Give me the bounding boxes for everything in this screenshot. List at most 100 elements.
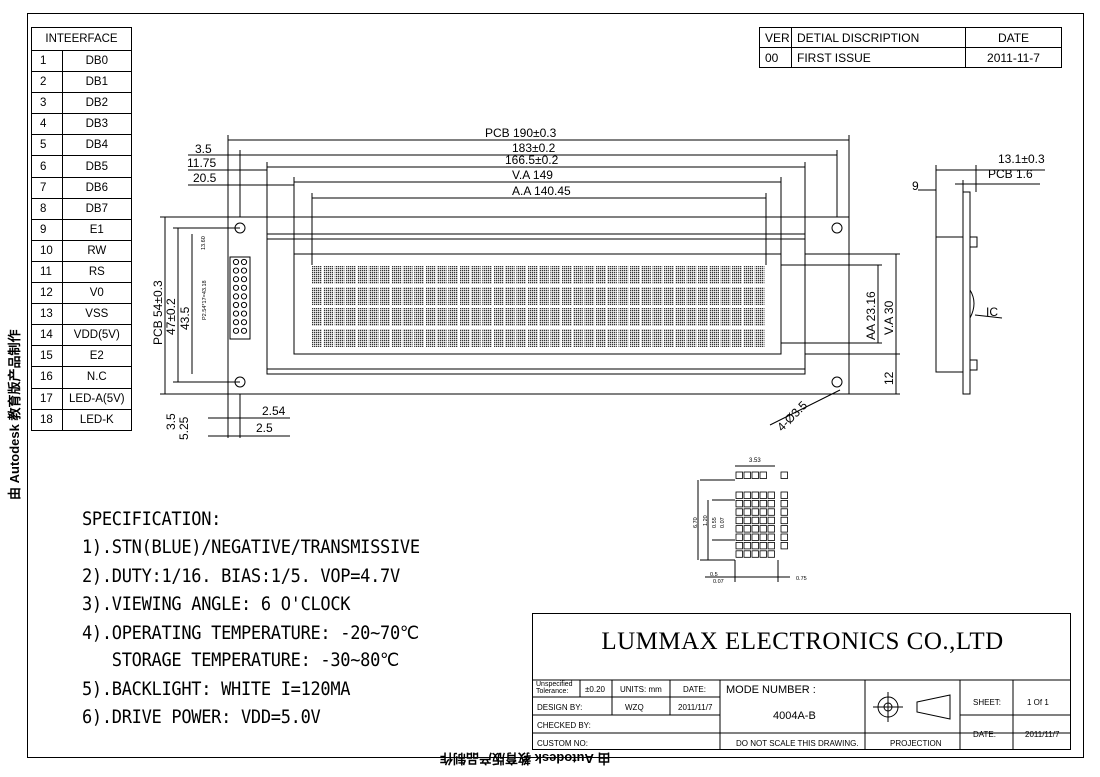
spec-item: 2).DUTY:1/16. BIAS:1/5. VOP=4.7V [82, 566, 400, 588]
lcd-char-cell [527, 308, 538, 326]
lcd-char-cell [414, 287, 424, 305]
lcd-char-cell [573, 266, 583, 284]
lcd-char-cell [652, 329, 663, 347]
designer: WZQ [625, 703, 644, 712]
mount-hole [831, 376, 843, 388]
dim-aa-width: A.A 140.45 [512, 184, 571, 198]
lcd-char-cell [312, 329, 322, 347]
lcd-char-cell [470, 266, 481, 284]
lcd-char-cell [550, 308, 561, 326]
lcd-char-cell [334, 287, 345, 305]
lcd-char-cell [425, 266, 436, 284]
lcd-char-cell [754, 308, 765, 326]
lcd-char-cell [652, 266, 663, 284]
dot-cell [735, 491, 743, 499]
lcd-char-cell [470, 308, 481, 326]
lcd-char-cell [357, 308, 368, 326]
dot-cell [751, 471, 759, 479]
lcd-char-cell [652, 287, 663, 305]
lcd-char-cell [527, 266, 538, 284]
tolerance-value: ±0.20 [585, 685, 605, 694]
lcd-char-cell [686, 287, 697, 305]
pin-hole [232, 276, 240, 283]
lcd-char-cell [402, 329, 413, 347]
lcd-char-cell [459, 329, 470, 347]
dot-cell [735, 525, 743, 533]
dim-3-5: 3.5 [195, 142, 212, 156]
lcd-char-cell [629, 287, 640, 305]
lcd-char-cell [414, 308, 424, 326]
pin-function: DB3 [61, 113, 133, 136]
dim-holes: 4-Ø3.5 [774, 398, 810, 434]
lcd-char-cell [459, 287, 470, 305]
lcd-char-cell [743, 308, 754, 326]
pin-number: 15 [31, 345, 63, 368]
lcd-char-cell [652, 308, 663, 326]
lcd-char-cell [436, 308, 447, 326]
mount-hole [831, 222, 843, 234]
pin-function: DB1 [61, 71, 133, 94]
lcd-char-cell [504, 329, 515, 347]
lcd-char-cell [504, 287, 515, 305]
lcd-char-cell [470, 287, 481, 305]
lcd-char-cell [380, 287, 390, 305]
lcd-char-cell [516, 308, 527, 326]
pin-function: VDD(5V) [61, 324, 133, 347]
bezel-outline [266, 233, 806, 375]
pin-number: 17 [31, 387, 63, 410]
dim-2-54: 2.54 [262, 404, 286, 418]
lcd-char-cell [754, 287, 765, 305]
lcd-char-cell [323, 287, 334, 305]
lcd-char-cell [709, 308, 719, 326]
dot-6-70: 6.70 [693, 517, 699, 528]
dim-1665: 166.5±0.2 [505, 153, 559, 167]
pin-function: LED-A(5V) [61, 387, 133, 410]
pin-hole [232, 267, 240, 274]
pin-note: P2.54*17=43.18 [202, 280, 208, 320]
dot-cell [759, 542, 767, 550]
lcd-char-cell [675, 287, 685, 305]
lcd-char-cell [629, 266, 640, 284]
dot-cell [743, 516, 751, 525]
lcd-char-cell [527, 329, 538, 347]
lcd-char-cell [425, 287, 436, 305]
pin-function: VSS [61, 303, 133, 326]
lcd-char-cell [584, 266, 595, 284]
lcd-char-cell [448, 308, 458, 326]
lcd-char-cell [561, 287, 572, 305]
lcd-char-cell [595, 287, 606, 305]
lcd-char-cell [709, 329, 719, 347]
lcd-char-cell [720, 266, 731, 284]
ver-header: VER [759, 27, 792, 48]
dot-cell [751, 499, 759, 508]
dot-cell [759, 499, 767, 508]
lcd-char-cell [607, 308, 617, 326]
lcd-char-cell [720, 287, 731, 305]
spec-item: 5).BACKLIGHT: WHITE I=120MA [82, 679, 351, 701]
dot-cell [780, 508, 788, 516]
lcd-char-cell [731, 329, 742, 347]
lcd-char-cell [618, 329, 629, 347]
dot-cell [735, 499, 743, 508]
lcd-char-cell [357, 266, 368, 284]
lcd-char-cell [584, 308, 595, 326]
pin-hole [232, 319, 240, 326]
design-date: 2011/11/7 [678, 703, 713, 712]
lcd-char-cell [504, 266, 515, 284]
dot-cell [743, 508, 751, 516]
dot-cell [743, 499, 751, 508]
dot-1-20: 1.20 [703, 515, 709, 526]
lcd-char-cell [504, 308, 515, 326]
lcd-char-cell [720, 329, 731, 347]
lcd-char-cell [346, 308, 356, 326]
dot-cell [735, 542, 743, 550]
dot-cell [735, 471, 743, 479]
lcd-char-cell [357, 287, 368, 305]
lcd-char-cell [516, 329, 527, 347]
